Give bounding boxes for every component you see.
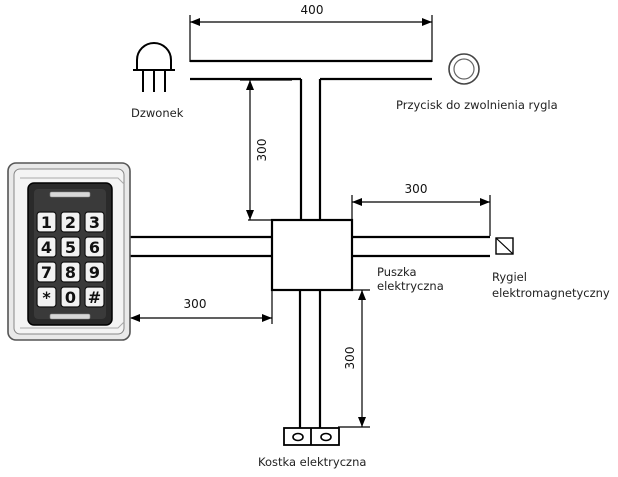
keypad-key-star: * <box>36 286 57 308</box>
dim-top-400-label: 400 <box>301 3 324 17</box>
dim-top-400: 400 <box>189 3 433 62</box>
keypad-key-label: 9 <box>89 263 100 282</box>
dim-keypad-300: 300 <box>130 290 273 324</box>
keypad-key-2: 2 <box>60 211 81 233</box>
keypad-key-0: 0 <box>60 286 81 308</box>
keypad-key-label: 4 <box>41 238 52 257</box>
lock-icon <box>495 237 514 255</box>
keypad-key-hash: # <box>84 286 105 308</box>
keypad-key-label: # <box>88 288 101 307</box>
dim-terminal-300: 300 <box>338 289 370 428</box>
terminal-block-label: Kostka elektryczna <box>258 455 366 469</box>
dim-bell-300-label: 300 <box>255 139 269 162</box>
keypad-key-7: 7 <box>36 261 57 283</box>
bell-icon <box>133 42 175 92</box>
keypad-key-8: 8 <box>60 261 81 283</box>
junction-box-label-1: Puszka <box>377 265 417 279</box>
keypad-key-label: 2 <box>65 213 76 232</box>
dim-lock-300-label: 300 <box>405 182 428 196</box>
dim-keypad-300-label: 300 <box>184 297 207 311</box>
dim-lock-300: 300 <box>351 182 491 236</box>
keypad-key-9: 9 <box>84 261 105 283</box>
dim-terminal-300-label: 300 <box>343 347 357 370</box>
top-wire <box>190 59 432 81</box>
bell-label: Dzwonek <box>131 106 184 120</box>
junction-box <box>270 218 354 292</box>
release-button-icon <box>448 53 480 85</box>
keypad-key-6: 6 <box>84 236 105 258</box>
keypad-key-label: 8 <box>65 263 76 282</box>
lock-wire <box>352 235 490 258</box>
release-button-label: Przycisk do zwolnienia rygla <box>396 98 558 112</box>
keypad-key-label: 0 <box>65 288 76 307</box>
terminal-block-icon <box>283 427 340 446</box>
junction-box-label-2: elektryczna <box>377 279 444 293</box>
keypad-key-label: * <box>42 288 51 307</box>
keypad-key-label: 3 <box>89 213 100 232</box>
keypad-key-1: 1 <box>36 211 57 233</box>
keypad-key-label: 6 <box>89 238 100 257</box>
terminal-wire <box>298 290 322 428</box>
lock-label-1: Rygiel <box>492 270 527 284</box>
keypad-key-3: 3 <box>84 211 105 233</box>
keypad-key-label: 7 <box>41 263 52 282</box>
keypad-key-5: 5 <box>60 236 81 258</box>
dim-bell-300: 300 <box>240 79 292 221</box>
keypad-key-4: 4 <box>36 236 57 258</box>
vertical-main-wire <box>299 79 322 220</box>
lock-label-2: elektromagnetyczny <box>492 286 610 300</box>
keypad-key-label: 5 <box>65 238 76 257</box>
keypad-wire <box>130 235 272 258</box>
keypad-key-label: 1 <box>41 213 52 232</box>
